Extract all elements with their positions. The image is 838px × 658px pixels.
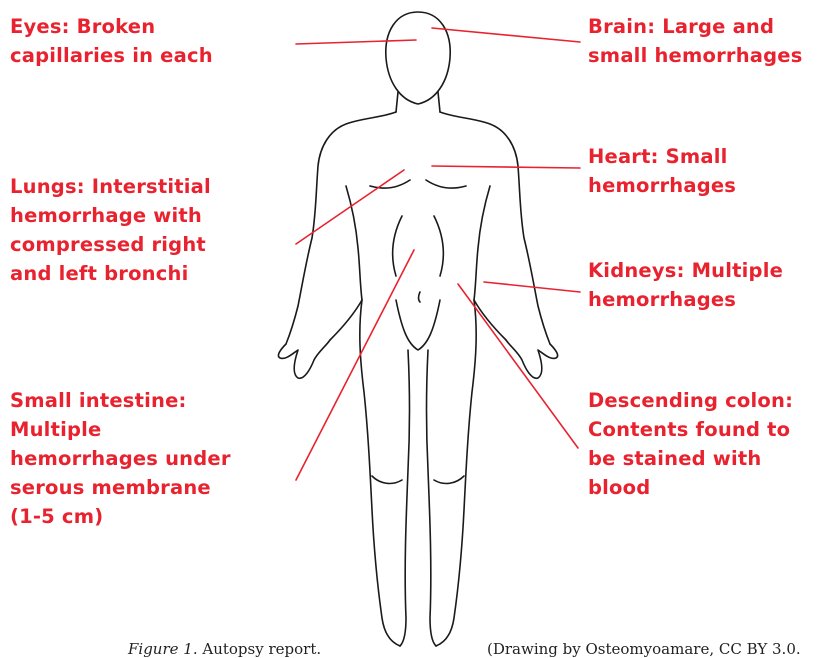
right-torso-outline bbox=[440, 112, 550, 344]
left-inner-leg bbox=[400, 350, 410, 646]
label-colon-line-2: Contents found to bbox=[588, 415, 793, 444]
kidneys-leader-line bbox=[484, 282, 580, 292]
label-kidneys-line-1: Kidneys: Multiple bbox=[588, 256, 783, 285]
label-colon-line-1: Descending colon: bbox=[588, 386, 793, 415]
left-armpit bbox=[346, 186, 362, 300]
label-heart: Heart: Small hemorrhages bbox=[588, 142, 736, 200]
left-inner-arm bbox=[330, 300, 362, 340]
label-kidneys-line-2: hemorrhages bbox=[588, 285, 783, 314]
label-descending-colon: Descending colon: Contents found to be s… bbox=[588, 386, 793, 502]
label-brain: Brain: Large and small hemorrhages bbox=[588, 12, 803, 70]
caption-figure: Figure 1. Autopsy report. bbox=[128, 640, 321, 658]
left-knee bbox=[372, 476, 402, 483]
neck-left bbox=[396, 92, 398, 112]
chest-left bbox=[370, 180, 410, 188]
heart-leader-line bbox=[432, 166, 580, 168]
left-hand bbox=[278, 340, 330, 378]
abdomen-left bbox=[393, 216, 402, 276]
label-lungs-line-2: hemorrhage with bbox=[10, 201, 211, 230]
label-lungs-line-3: compressed right bbox=[10, 230, 211, 259]
label-kidneys: Kidneys: Multiple hemorrhages bbox=[588, 256, 783, 314]
chest-right bbox=[426, 180, 466, 188]
label-lungs-line-4: and left bronchi bbox=[10, 259, 211, 288]
right-inner-arm bbox=[474, 300, 506, 340]
label-heart-line-2: hemorrhages bbox=[588, 171, 736, 200]
label-eyes-line-1: Eyes: Broken bbox=[10, 12, 213, 41]
label-intestine-line-4: serous membrane bbox=[10, 473, 231, 502]
label-lungs: Lungs: Interstitial hemorrhage with comp… bbox=[10, 172, 211, 288]
lungs-leader-line bbox=[296, 170, 404, 244]
figure-caption: Figure 1. Autopsy report. (Drawing by Os… bbox=[0, 637, 838, 658]
caption-figure-label: Figure 1. bbox=[128, 640, 198, 658]
label-small-intestine: Small intestine: Multiple hemorrhages un… bbox=[10, 386, 231, 531]
navel bbox=[419, 292, 421, 302]
head-outline bbox=[386, 12, 450, 104]
right-hip-leg bbox=[436, 300, 476, 646]
body-outline bbox=[278, 12, 557, 646]
label-colon-line-4: blood bbox=[588, 473, 793, 502]
label-intestine-line-5: (1-5 cm) bbox=[10, 502, 231, 531]
label-lungs-line-1: Lungs: Interstitial bbox=[10, 172, 211, 201]
caption-figure-text: Autopsy report. bbox=[198, 640, 322, 658]
intestine-leader-line bbox=[296, 250, 414, 480]
right-inner-leg bbox=[427, 350, 437, 646]
label-intestine-line-2: Multiple bbox=[10, 415, 231, 444]
left-torso-outline bbox=[286, 112, 396, 344]
brain-leader-line bbox=[432, 28, 580, 42]
eyes-leader-line bbox=[296, 40, 416, 44]
label-eyes-line-2: capillaries in each bbox=[10, 41, 213, 70]
label-colon-line-3: be stained with bbox=[588, 444, 793, 473]
caption-credit: (Drawing by Osteomyoamare, CC BY 3.0. bbox=[487, 640, 801, 658]
label-eyes: Eyes: Broken capillaries in each bbox=[10, 12, 213, 70]
label-intestine-line-1: Small intestine: bbox=[10, 386, 231, 415]
right-knee bbox=[434, 476, 464, 483]
abdomen-right bbox=[434, 216, 443, 276]
neck-right bbox=[438, 92, 440, 112]
colon-leader-line bbox=[458, 284, 578, 448]
label-brain-line-1: Brain: Large and bbox=[588, 12, 803, 41]
left-hip-leg bbox=[360, 300, 400, 646]
label-intestine-line-3: hemorrhages under bbox=[10, 444, 231, 473]
label-brain-line-2: small hemorrhages bbox=[588, 41, 803, 70]
groin bbox=[396, 300, 440, 350]
label-heart-line-1: Heart: Small bbox=[588, 142, 736, 171]
